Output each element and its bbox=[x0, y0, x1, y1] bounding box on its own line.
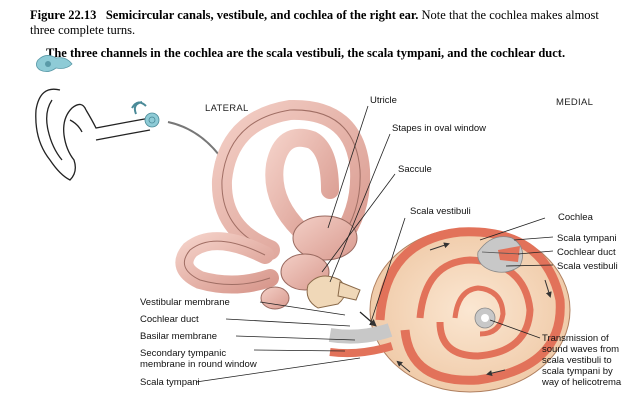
outer-ear-sketch bbox=[35, 88, 151, 181]
stapes bbox=[306, 275, 361, 309]
label-saccule: Saccule bbox=[398, 164, 432, 175]
label-scala-vestibuli-top: Scala vestibuli bbox=[410, 206, 471, 217]
medial-label: MEDIAL bbox=[556, 97, 593, 108]
cochlea-cross-section-inset bbox=[477, 236, 524, 273]
inner-ear-thumbnail-icon bbox=[36, 55, 73, 72]
label-transmission-line4: scala tympani by bbox=[542, 366, 613, 377]
label-cochlear-duct-inset: Cochlear duct bbox=[557, 247, 616, 258]
label-utricle: Utricle bbox=[370, 95, 397, 106]
figure-title: Semicircular canals, vestibule, and coch… bbox=[105, 8, 419, 22]
label-secondary-tympanic-line1: Secondary tympanic bbox=[140, 348, 226, 359]
ear-sketch-cochlea-icon bbox=[131, 101, 160, 128]
label-transmission-line3: scala vestibuli to bbox=[542, 355, 612, 366]
label-transmission-line2: sound waves from bbox=[542, 344, 619, 355]
cochlea bbox=[328, 227, 571, 393]
label-stapes: Stapes in oval window bbox=[392, 123, 486, 134]
label-cochlea: Cochlea bbox=[558, 212, 594, 223]
label-scala-tympani-inset: Scala tympani bbox=[557, 233, 617, 244]
label-vestibular-membrane: Vestibular membrane bbox=[140, 297, 230, 308]
figure-number: Figure 22.13 bbox=[30, 8, 97, 22]
label-transmission-line5: way of helicotrema bbox=[541, 377, 622, 388]
lateral-label: LATERAL bbox=[205, 103, 249, 114]
leader-lines bbox=[195, 105, 554, 383]
figure-note: Note that the cochlea makes almost three… bbox=[30, 8, 599, 37]
label-transmission-line1: Transmission of bbox=[542, 333, 609, 344]
label-cochlear-duct: Cochlear duct bbox=[140, 314, 199, 325]
figure-caption: Figure 22.13 Semicircular canals, vestib… bbox=[30, 8, 620, 38]
figure-subtitle: The three channels in the cochlea are th… bbox=[46, 46, 566, 60]
semicircular-canals bbox=[175, 99, 371, 294]
label-secondary-tympanic-line2: membrane in round window bbox=[140, 359, 257, 370]
label-scala-tympani: Scala tympani bbox=[140, 377, 200, 388]
label-scala-vestibuli-inset: Scala vestibuli bbox=[557, 261, 618, 272]
label-basilar-membrane: Basilar membrane bbox=[140, 331, 217, 342]
